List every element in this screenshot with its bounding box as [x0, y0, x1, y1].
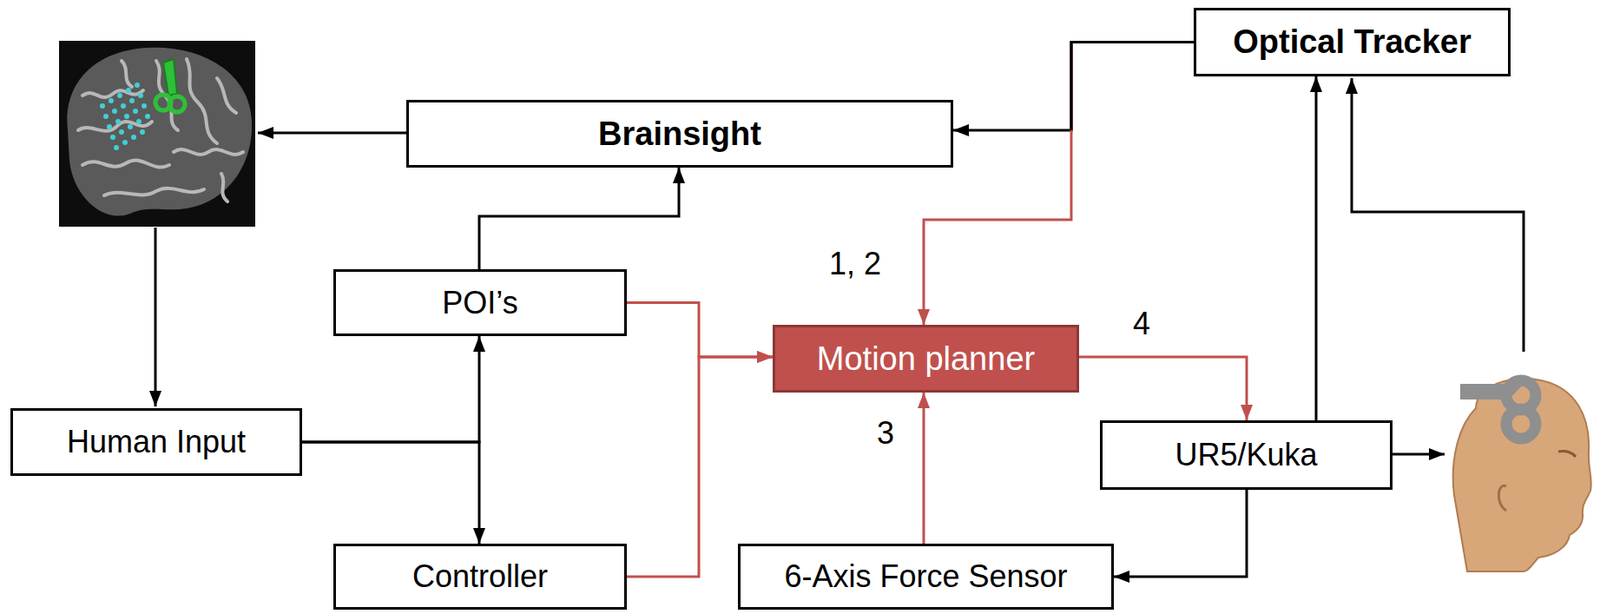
process-box: Controller	[333, 543, 627, 610]
tracker-box: Optical Tracker	[1193, 7, 1511, 77]
input-box: Human Input	[10, 408, 303, 476]
connector	[923, 42, 1194, 326]
connector	[1113, 489, 1247, 577]
process-box: POI’s	[333, 269, 627, 336]
box-label: Controller	[412, 558, 548, 595]
sensor-box: 6-Axis Force Sensor	[737, 543, 1114, 610]
brain-image	[59, 40, 256, 227]
box-label: Motion planner	[816, 340, 1035, 378]
box-label: Brainsight	[598, 115, 762, 153]
callout-number: 1, 2	[829, 245, 882, 283]
box-label: UR5/Kuka	[1174, 436, 1317, 474]
box-label: POI’s	[441, 284, 518, 322]
software-box: Brainsight	[406, 99, 954, 168]
connector-trunk	[1071, 42, 1194, 132]
head-image	[1453, 378, 1592, 572]
connector	[626, 302, 773, 358]
planner-box: Motion planner	[772, 324, 1080, 393]
connector	[923, 392, 925, 544]
connector	[1316, 76, 1317, 421]
robot-box: UR5/Kuka	[1099, 420, 1393, 490]
connector	[302, 441, 480, 544]
box-label: 6-Axis Force Sensor	[783, 558, 1067, 595]
callout-number: 3	[876, 414, 895, 452]
box-label: Human Input	[66, 423, 246, 461]
callout-number: 4	[1132, 305, 1151, 343]
connector	[479, 167, 679, 270]
connector	[302, 335, 480, 442]
connector	[1079, 356, 1247, 421]
illustration-wires	[155, 78, 1524, 455]
connector	[953, 42, 1194, 132]
box-label: Optical Tracker	[1232, 23, 1472, 61]
